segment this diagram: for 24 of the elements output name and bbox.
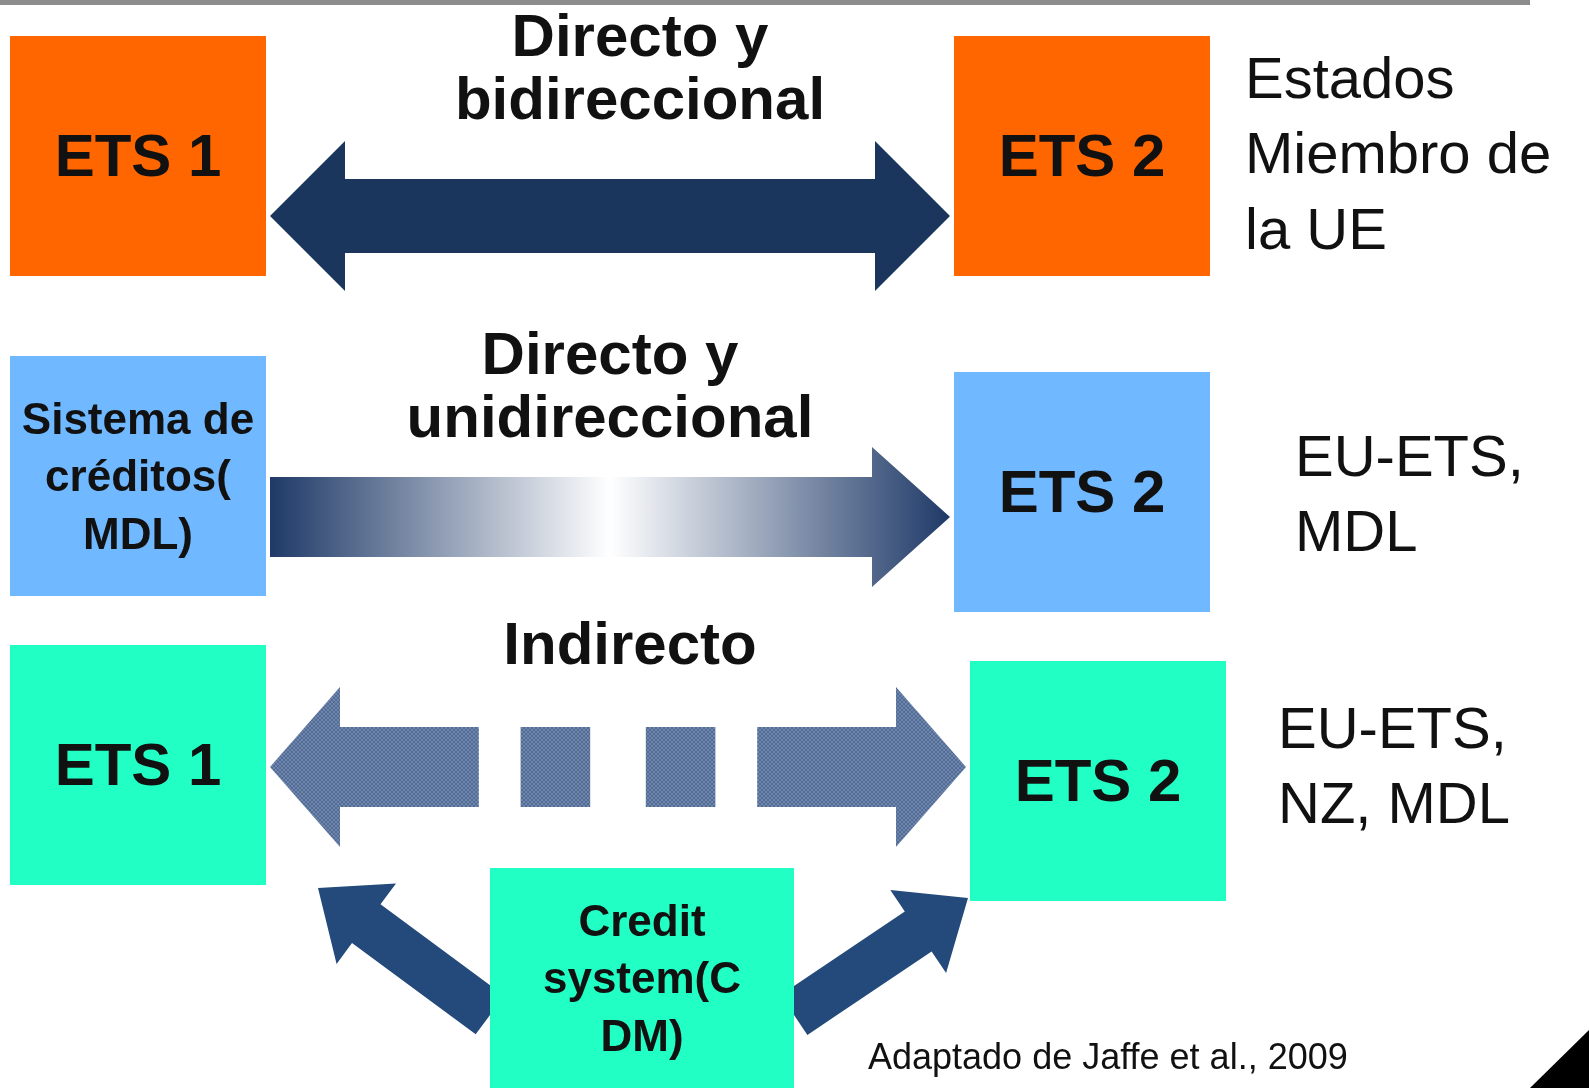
block-arrow xyxy=(270,687,966,847)
node-label: ETS 2 xyxy=(998,457,1166,527)
edge-label: Directo y bidireccional xyxy=(453,4,827,130)
node-box xyxy=(10,36,266,276)
node-label: ETS 1 xyxy=(54,730,222,800)
side-note: Estados Miembro de la UE xyxy=(1245,44,1553,263)
edge-label: Directo y unidireccional xyxy=(405,322,815,448)
node-box xyxy=(954,372,1210,612)
source-note: Adaptado de Jaffe et al., 2009 xyxy=(868,1036,1348,1078)
node-label: ETS 1 xyxy=(54,121,222,191)
node-box xyxy=(490,868,794,1088)
side-note: EU-ETS, MDL xyxy=(1295,422,1525,566)
node-box xyxy=(954,36,1210,276)
edge-label: Indirecto xyxy=(502,612,758,675)
block-arrow xyxy=(270,141,950,291)
node-label: Credit system(C DM) xyxy=(541,895,743,1062)
node-box xyxy=(10,645,266,885)
node-box xyxy=(970,661,1226,901)
block-arrow xyxy=(270,447,950,587)
node-label: Sistema de créditos( MDL) xyxy=(20,393,256,560)
node-box xyxy=(10,356,266,596)
side-note: EU-ETS, NZ, MDL xyxy=(1278,694,1511,838)
node-label: ETS 2 xyxy=(1014,746,1182,816)
node-label: ETS 2 xyxy=(998,121,1166,191)
